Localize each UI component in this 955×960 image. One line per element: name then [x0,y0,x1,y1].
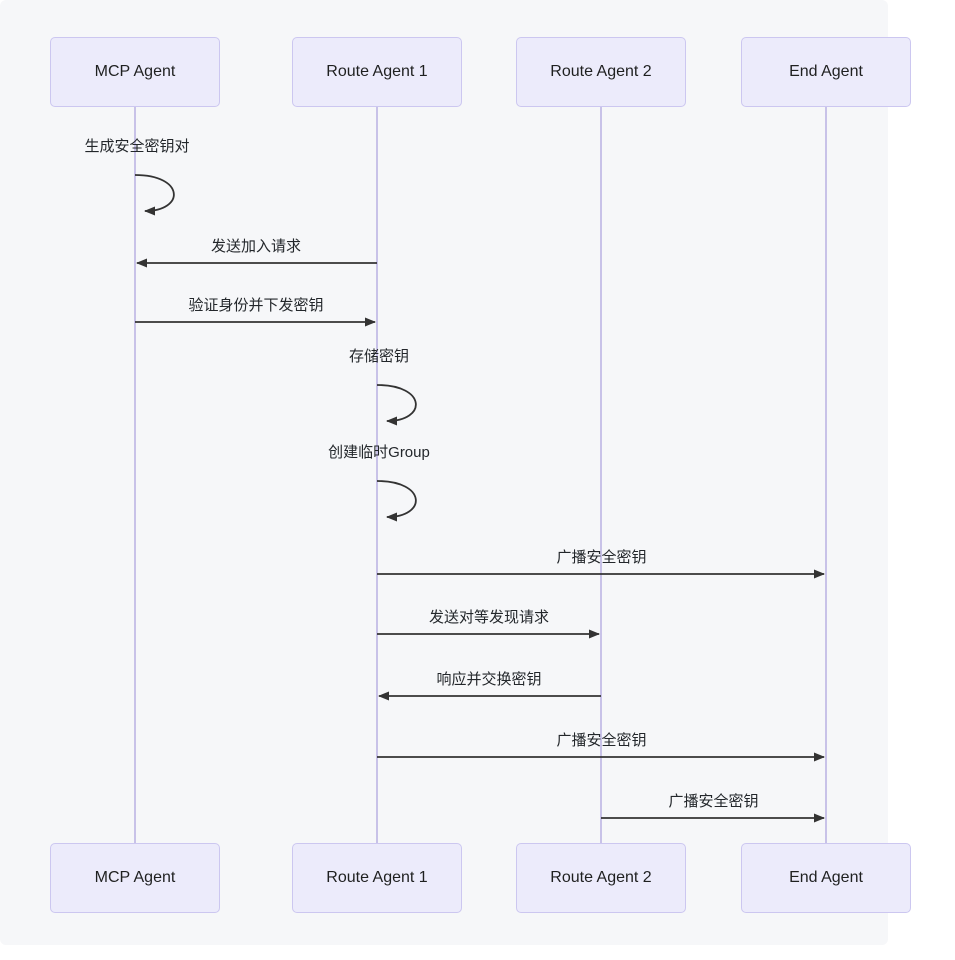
message-label-5: 创建临时Group [328,444,430,461]
actor-label-end: End Agent [789,869,863,886]
actor-box-mcp-top[interactable]: MCP Agent [50,37,220,107]
message-label-3: 验证身份并下发密钥 [188,297,324,314]
actor-label-route1: Route Agent 1 [326,869,428,886]
actor-box-route1-top[interactable]: Route Agent 1 [292,37,462,107]
self-loop-arrow-1 [134,174,175,216]
actor-label-end: End Agent [789,63,863,80]
actor-label-route2: Route Agent 2 [550,869,652,886]
actor-box-end-bottom[interactable]: End Agent [741,843,911,913]
self-loop-arrow-4 [376,384,417,426]
message-label-8: 响应并交换密钥 [436,671,542,688]
diagram-canvas [0,0,888,945]
message-label-6: 广播安全密钥 [556,549,647,566]
message-label-9: 广播安全密钥 [556,732,647,749]
actor-box-route2-bottom[interactable]: Route Agent 2 [516,843,686,913]
messages-group [134,174,825,823]
actor-box-end-top[interactable]: End Agent [741,37,911,107]
message-label-7: 发送对等发现请求 [428,609,550,626]
message-label-10: 广播安全密钥 [668,793,759,810]
actor-label-route1: Route Agent 1 [326,63,428,80]
self-loop-arrow-5 [376,480,417,522]
actor-label-route2: Route Agent 2 [550,63,652,80]
lifelines-group [134,107,827,843]
actor-label-mcp: MCP Agent [94,869,176,886]
actor-box-route2-top[interactable]: Route Agent 2 [516,37,686,107]
actor-box-mcp-bottom[interactable]: MCP Agent [50,843,220,913]
message-label-2: 发送加入请求 [210,238,302,255]
actor-box-route1-bottom[interactable]: Route Agent 1 [292,843,462,913]
message-label-1: 生成安全密钥对 [84,138,190,155]
actor-label-mcp: MCP Agent [94,63,176,80]
message-label-4: 存储密钥 [348,348,410,365]
